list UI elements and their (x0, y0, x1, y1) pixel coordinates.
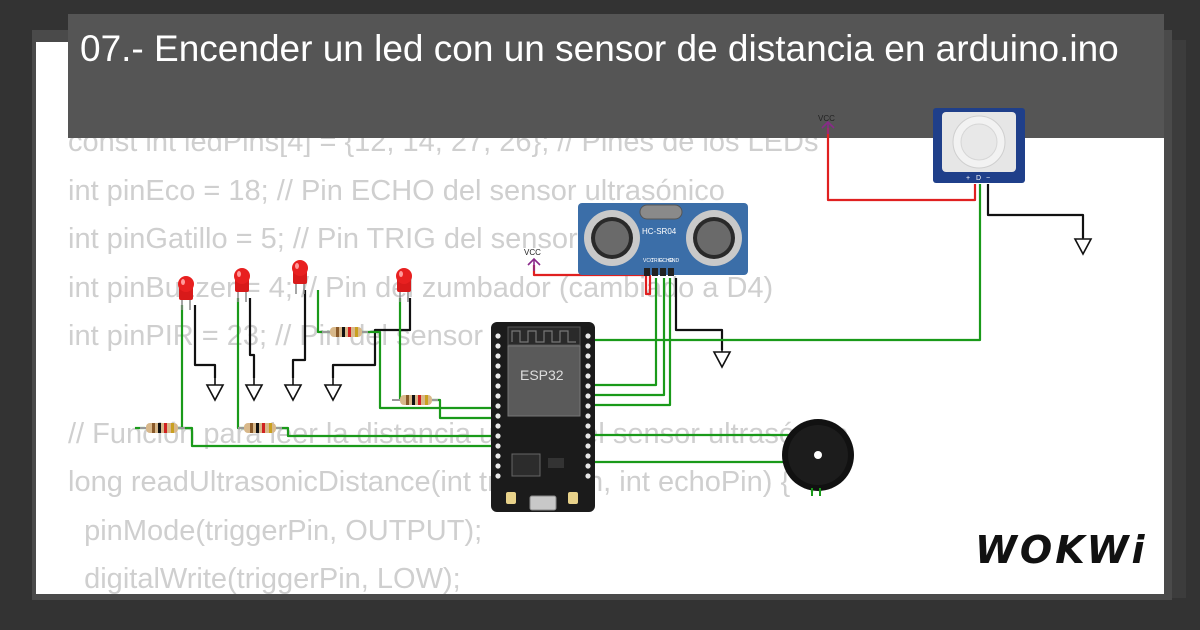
ground-icon (205, 378, 225, 402)
pin-label: GND (668, 258, 680, 264)
wokwi-logo: WOKWi (975, 528, 1148, 572)
pin-label: + (966, 175, 970, 182)
esp32-board[interactable]: ESP32 (491, 322, 595, 512)
ground-icon (712, 348, 732, 369)
code-line: int pinPIR = 23; // Pin del sensor PIR (68, 320, 540, 353)
code-line: pinMode(triggerPin, OUTPUT); (68, 514, 483, 547)
ground-icon (283, 378, 303, 402)
ground-icon (244, 378, 264, 402)
pir-sensor[interactable]: + D − (933, 108, 1025, 183)
wire-echo (592, 278, 666, 397)
pin-label: − (986, 175, 990, 182)
resistor-icon (392, 395, 438, 405)
ground-icon (1073, 236, 1093, 256)
wire-vcc-pir (826, 128, 977, 202)
vcc-label: VCC (524, 248, 541, 257)
pin-label: D (976, 175, 981, 182)
vcc-icon (821, 120, 835, 134)
led-icon (234, 268, 250, 302)
code-line: digitalWrite(triggerPin, LOW); (68, 563, 461, 594)
vcc-icon (527, 257, 541, 271)
led-icon (292, 260, 308, 294)
led-icon (178, 276, 194, 310)
code-line: int pinEco = 18; // Pin ECHO del sensor … (68, 174, 725, 207)
wire-pir-signal (592, 184, 982, 342)
ultrasonic-sensor[interactable]: HC-SR04 VCC TRIG ECHO GND (578, 203, 748, 276)
pin-label: ECHO (659, 258, 674, 264)
buzzer[interactable] (782, 419, 854, 496)
ground-icon (323, 378, 343, 402)
pin-label: TRIG (651, 258, 663, 264)
mcu-label: ESP32 (520, 367, 564, 383)
wire-trig (592, 278, 658, 387)
vcc-label: VCC (818, 114, 835, 123)
wire-vcc-ultrasonic (532, 265, 652, 296)
pin-label: VCC (643, 258, 654, 264)
wire-buzzer (592, 433, 814, 492)
project-title: 07.- Encender un led con un sensor de di… (80, 28, 1119, 69)
ultrasonic-label: HC-SR04 (642, 227, 677, 236)
resistor-icon (238, 423, 282, 433)
resistor-icon (140, 423, 185, 433)
led-icon (396, 268, 412, 302)
wire-gnd-pir (986, 184, 1085, 238)
resistor-icon (322, 327, 368, 337)
code-line: int pinBuzzer = 4; // Pin del zumbador (… (68, 271, 774, 304)
